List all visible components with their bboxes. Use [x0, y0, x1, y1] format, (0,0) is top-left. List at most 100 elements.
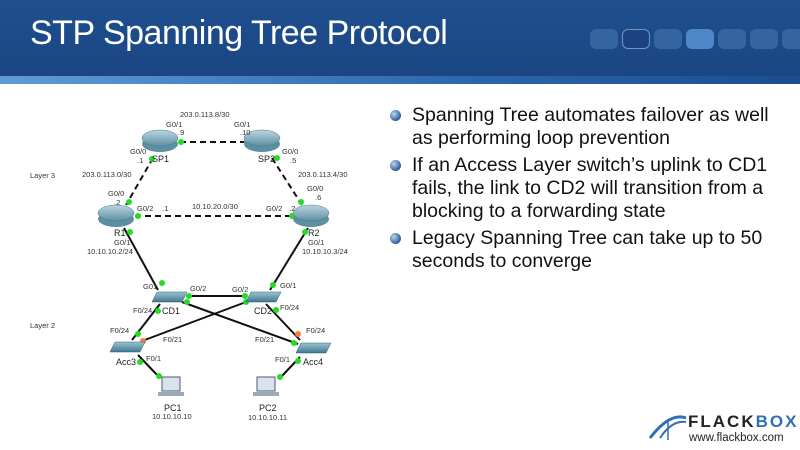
- interface-label: G0/1: [114, 238, 130, 247]
- link-cd2-acc3: [141, 301, 247, 342]
- bullet-item: If an Access Layer switch’s uplink to CD…: [388, 154, 788, 223]
- router-icon[interactable]: [97, 204, 135, 227]
- interface-label: F0/1: [146, 354, 161, 363]
- device-label: CD2: [254, 306, 272, 316]
- interface-label: F0/1: [275, 355, 290, 364]
- port-indicators: [126, 139, 308, 380]
- switches: [109, 291, 332, 354]
- link-r2-cd2: [269, 227, 309, 291]
- device-label: PC2: [259, 403, 277, 413]
- interface-label: G0/0: [130, 147, 146, 156]
- device-label: Acc3: [116, 357, 136, 367]
- device-label: SP1: [152, 154, 169, 164]
- device-label: SP2: [258, 154, 275, 164]
- bullet-icon: [390, 160, 401, 171]
- nav-dot: [622, 29, 650, 49]
- interface-label: G0/2: [232, 285, 248, 294]
- switch-icon[interactable]: [151, 291, 188, 303]
- switch-icon[interactable]: [295, 342, 332, 354]
- interface-label: G0/0: [307, 184, 323, 193]
- interface-label: .9: [178, 128, 184, 137]
- subnet-label: 203.0.113.8/30: [180, 110, 230, 119]
- device-labels: SP1 SP2 R1 R2 CD1 CD2 Acc3 Acc4 PC1 PC2 …: [114, 154, 323, 422]
- link-sp2-r2: [271, 157, 303, 206]
- pc-icon[interactable]: [158, 376, 184, 396]
- interface-label: G0/1: [234, 120, 250, 129]
- interface-label: G0/1: [308, 238, 324, 247]
- ip-label: 10.10.10.2/24: [87, 247, 133, 256]
- interface-label: .2: [289, 204, 295, 213]
- device-label: R2: [308, 228, 320, 238]
- interface-label: F0/21: [163, 335, 182, 344]
- link-cd2-acc4: [265, 303, 301, 341]
- interface-label: G0/1: [166, 120, 182, 129]
- nav-dot: [782, 29, 800, 49]
- bullet-text: If an Access Layer switch’s uplink to CD…: [412, 154, 768, 222]
- interface-label: G0/0: [108, 189, 124, 198]
- bullet-list: Spanning Tree automates failover as well…: [388, 104, 788, 277]
- interface-label: F0/24: [133, 306, 152, 315]
- pcs: [158, 376, 279, 396]
- device-label: CD1: [162, 306, 180, 316]
- interface-label: G0/2: [190, 284, 206, 293]
- slide-title: STP Spanning Tree Protocol: [30, 14, 448, 52]
- subnet-label: 203.0.113.0/30: [82, 170, 132, 179]
- flackbox-logo: FLACKBOX www.flackbox.com: [648, 408, 798, 448]
- router-icon[interactable]: [292, 204, 330, 227]
- brand-part: FLACK: [688, 412, 756, 431]
- bullet-item: Legacy Spanning Tree can take up to 50 s…: [388, 227, 788, 273]
- ip-label: 10.10.10.3/24: [302, 247, 348, 256]
- device-label: PC1: [164, 403, 182, 413]
- device-label: R1: [114, 228, 126, 238]
- bridge-logo-icon: [648, 415, 687, 440]
- bullet-item: Spanning Tree automates failover as well…: [388, 104, 788, 150]
- interface-label: G0/1: [280, 281, 296, 290]
- ip-label: 10.10.10.10: [152, 412, 192, 421]
- slide-nav-dots: [590, 29, 800, 49]
- nav-dot: [750, 29, 778, 49]
- layer3-label: Layer 3: [30, 171, 55, 180]
- subnet-label: 10.10.20.0/30: [192, 202, 238, 211]
- interface-label: G0/2: [266, 204, 282, 213]
- interface-label: .10: [240, 128, 250, 137]
- nav-dot: [590, 29, 618, 49]
- brand-name: FLACKBOX: [688, 412, 798, 432]
- title-bar-strip: [0, 76, 800, 84]
- interface-label: .1: [137, 156, 143, 165]
- switch-icon[interactable]: [245, 291, 282, 303]
- brand-url: www.flackbox.com: [689, 432, 784, 444]
- interface-label: .2: [114, 198, 120, 207]
- links: [123, 141, 309, 379]
- bullet-text: Spanning Tree automates failover as well…: [412, 104, 769, 149]
- network-diagram: Layer 3 Layer 2 SP1 SP2 R1 R2 CD1 CD2 Ac…: [30, 110, 348, 422]
- subnet-label: 203.0.113.4/30: [298, 170, 348, 179]
- router-icon[interactable]: [243, 129, 281, 152]
- nav-dot: [654, 29, 682, 49]
- interface-label: .1: [162, 204, 168, 213]
- bullet-icon: [390, 110, 401, 121]
- switch-icon[interactable]: [109, 341, 146, 353]
- interface-label: .5: [290, 156, 296, 165]
- bullet-text: Legacy Spanning Tree can take up to 50 s…: [412, 227, 763, 272]
- routers: [97, 129, 330, 227]
- interface-label: G0/0: [282, 147, 298, 156]
- interface-label: F0/24: [306, 326, 325, 335]
- interface-label: F0/21: [255, 335, 274, 344]
- link-acc3-pc1: [137, 354, 161, 379]
- link-cd1-acc4: [181, 301, 299, 345]
- ip-label: 10.10.10.11: [248, 413, 287, 422]
- interface-label: F0/24: [280, 303, 299, 312]
- interface-label: .6: [315, 193, 321, 202]
- router-icon[interactable]: [141, 129, 179, 152]
- nav-dot: [718, 29, 746, 49]
- interface-labels: 203.0.113.8/30 G0/1 .9 G0/1 .10 G0/0 .1 …: [82, 110, 348, 364]
- pc-icon[interactable]: [253, 376, 279, 396]
- link-sp1-r1: [125, 157, 154, 206]
- brand-part: BOX: [755, 412, 799, 431]
- device-label: Acc4: [303, 357, 323, 367]
- interface-label: F0/24: [110, 326, 129, 335]
- link-r1-cd1: [123, 227, 159, 291]
- layer2-label: Layer 2: [30, 321, 55, 330]
- interface-label: G01: [143, 282, 157, 291]
- bullet-icon: [390, 233, 401, 244]
